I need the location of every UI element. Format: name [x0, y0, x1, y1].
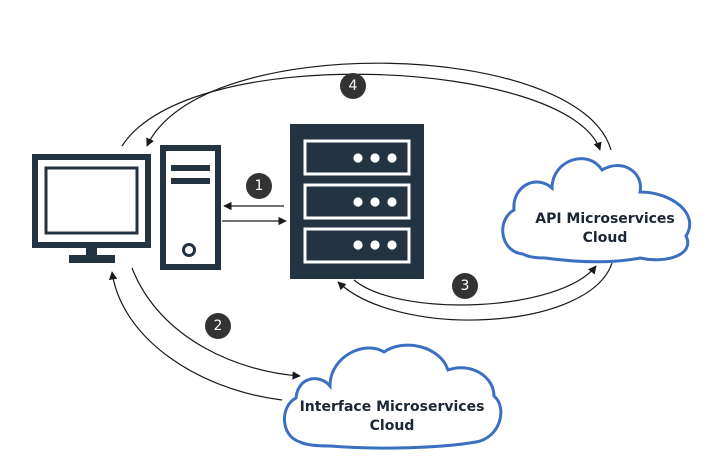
arrow-interface-to-computer	[108, 271, 283, 401]
interface-cloud-label-line2: Cloud	[369, 418, 415, 434]
interface-cloud-label-line1: Interface Microservices	[299, 399, 485, 415]
server-rack-icon	[290, 124, 424, 279]
step-number-4: 4	[348, 78, 358, 94]
desktop-computer-icon	[32, 145, 221, 270]
step-number-2: 2	[213, 318, 223, 334]
api-cloud-label-line2: Cloud	[582, 230, 628, 246]
arrow-computer-to-api	[121, 73, 602, 151]
arrow-api-to-computer	[146, 62, 612, 151]
api-cloud-label: API Microservices Cloud	[510, 210, 700, 248]
step-number-1: 1	[254, 178, 264, 194]
api-cloud-label-line1: API Microservices	[535, 211, 675, 227]
api-cloud-icon	[501, 157, 692, 264]
step-badge-2	[205, 313, 231, 339]
step-badge-4	[340, 73, 366, 99]
step-number-3: 3	[460, 278, 470, 294]
interface-cloud-label: Interface Microservices Cloud	[282, 398, 502, 436]
arrow-computer-to-interface	[131, 267, 301, 380]
arrow-server-to-api	[353, 265, 597, 306]
step-badge-1	[246, 173, 272, 199]
step-badge-3	[452, 273, 478, 299]
interface-cloud-icon	[283, 343, 503, 450]
arrow-api-to-server	[337, 262, 613, 321]
